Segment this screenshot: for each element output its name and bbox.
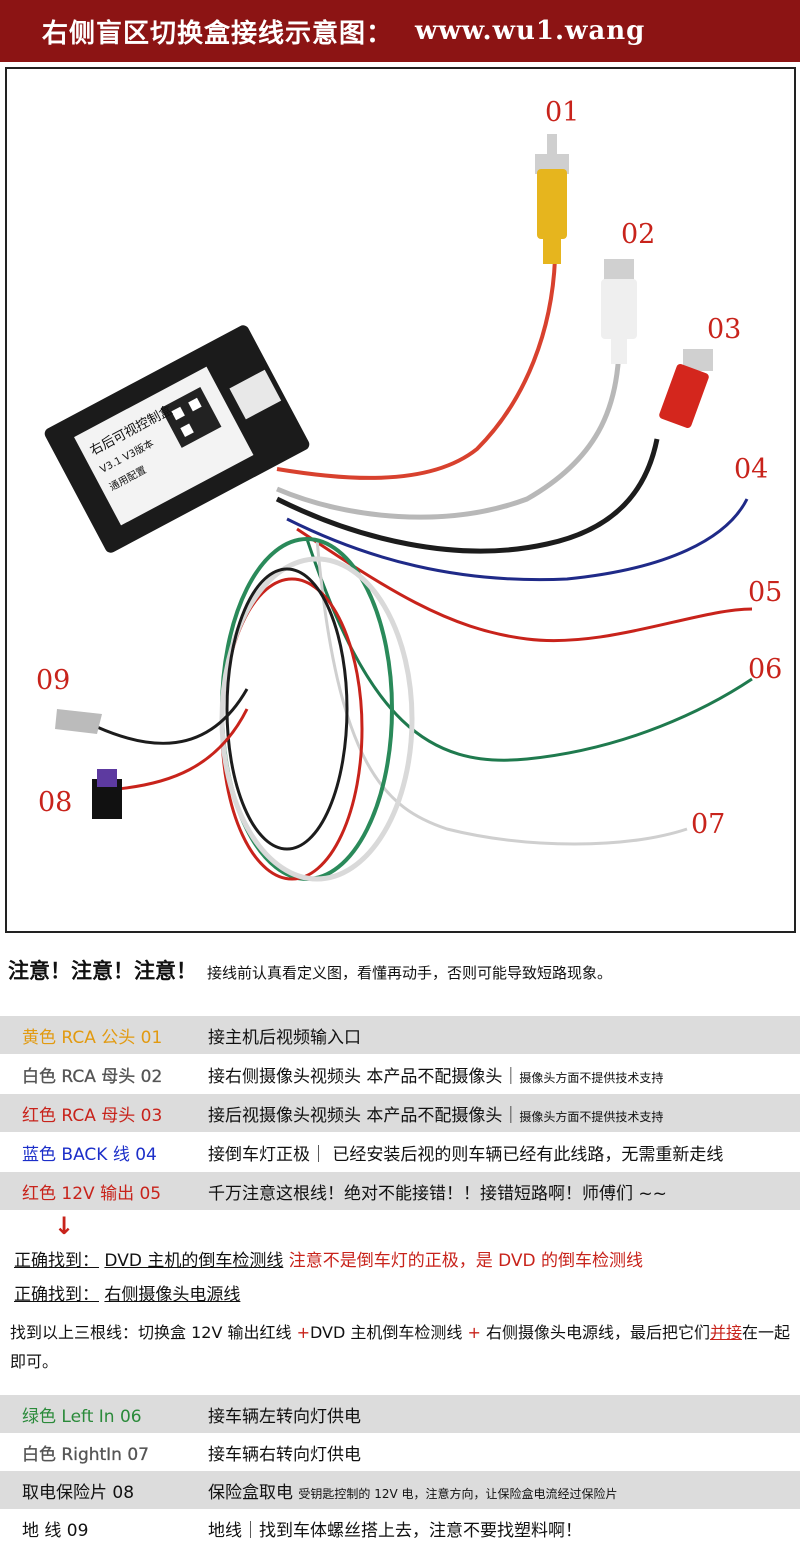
row-08-note: 受钥匙控制的 12V 电，注意方向，让保险盒电流经过保险片: [298, 1486, 618, 1501]
wire-red-03: [275, 438, 660, 554]
qr-code: [160, 386, 222, 448]
summary-paragraph: 找到以上三根线：切换盒 12V 输出红线 +DVD 主机倒车检测线 + 右侧摄像…: [10, 1323, 791, 1371]
find2-main: 右侧摄像头电源线: [104, 1285, 241, 1305]
row-01-label: 黄色 RCA 公头 01: [22, 1027, 163, 1048]
label-05: 05: [748, 577, 783, 608]
ground-ring-09: [55, 709, 102, 734]
row-08: 取电保险片 08 保险盒取电 受钥匙控制的 12V 电，注意方向，让保险盒电流经…: [0, 1471, 800, 1509]
row-02-note: 摄像头方面不提供技术支持: [519, 1070, 664, 1085]
wire-fuse-08: [116, 708, 249, 791]
row-04-label: 蓝色 BACK 线 04: [22, 1144, 157, 1165]
label-06: 06: [748, 654, 783, 685]
warning-emphasis: 注意！注意！注意！: [8, 958, 197, 983]
row-03-desc: 接后视摄像头视频头 本产品不配摄像头｜摄像头方面不提供技术支持: [208, 1105, 664, 1126]
rca-female-red-03: [659, 349, 713, 428]
row-05-desc: 千万注意这根线！绝对不能接错！！接错短路啊！师傅们 ~~: [208, 1183, 667, 1204]
warning-line: 注意！注意！注意！ 接线前认真看定义图，看懂再动手，否则可能导致短路现象。: [8, 955, 798, 985]
label-07: 07: [691, 809, 726, 840]
row-08-desc: 保险盒取电 受钥匙控制的 12V 电，注意方向，让保险盒电流经过保险片: [208, 1482, 618, 1503]
wiring-illustration: 右后可视控制盒 V3.1 V3版本 通用配置: [44, 134, 753, 882]
row-05-label: 红色 12V 输出 05: [22, 1183, 162, 1204]
row-01-desc: 接主机后视频输入口: [208, 1027, 361, 1048]
warning-text: 接线前认真看定义图，看懂再动手，否则可能导致短路现象。: [207, 964, 613, 982]
find-line-1: 正确找到： DVD 主机的倒车检测线 注意不是倒车灯的正极，是 DVD 的倒车检…: [14, 1246, 643, 1271]
label-01: 01: [545, 97, 580, 128]
row-03-label: 红色 RCA 母头 03: [22, 1105, 163, 1126]
row-05: 红色 12V 输出 05 千万注意这根线！绝对不能接错！！接错短路啊！师傅们 ~…: [0, 1172, 800, 1210]
wire-blue-04: [286, 498, 749, 582]
label-04: 04: [734, 454, 769, 485]
control-box: 右后可视控制盒 V3.1 V3版本 通用配置: [44, 325, 310, 553]
fuse-tap-08: [92, 769, 122, 819]
row-01: 黄色 RCA 公头 01 接主机后视频输入口: [0, 1016, 800, 1054]
rca-female-white-02: [601, 259, 637, 364]
row-06-desc: 接车辆左转向灯供电: [208, 1406, 361, 1427]
row-07: 白色 RightIn 07 接车辆右转向灯供电: [0, 1433, 800, 1471]
down-arrow-icon: ↓: [54, 1212, 75, 1240]
row-02-label: 白色 RCA 母头 02: [22, 1066, 163, 1087]
label-08: 08: [38, 787, 73, 818]
find2-prefix: 正确找到：: [14, 1285, 99, 1305]
wire-ground-09: [96, 688, 249, 745]
wire-green-06: [305, 538, 753, 762]
row-07-desc: 接车辆右转向灯供电: [208, 1444, 361, 1465]
page-header: 右侧盲区切换盒接线示意图： www.wu1.wang: [0, 0, 800, 62]
row-09: 地 线 09 地线｜找到车体螺丝搭上去，注意不要找塑料啊！: [0, 1509, 800, 1547]
row-02: 白色 RCA 母头 02 接右侧摄像头视频头 本产品不配摄像头｜摄像头方面不提供…: [0, 1055, 800, 1093]
row-06-label: 绿色 Left In 06: [22, 1406, 142, 1427]
row-09-label: 地 线 09: [22, 1520, 89, 1541]
row-04: 蓝色 BACK 线 04 接倒车灯正极｜ 已经安装后视的则车辆已经有此线路，无需…: [0, 1133, 800, 1171]
row-03: 红色 RCA 母头 03 接后视摄像头视频头 本产品不配摄像头｜摄像头方面不提供…: [0, 1094, 800, 1132]
page-title: 右侧盲区切换盒接线示意图：: [42, 18, 394, 49]
wire-yellow-01: [276, 258, 557, 480]
row-09-desc: 地线｜找到车体螺丝搭上去，注意不要找塑料啊！: [208, 1520, 582, 1541]
row-07-label: 白色 RightIn 07: [22, 1444, 149, 1465]
find1-prefix: 正确找到：: [14, 1251, 99, 1271]
label-09: 09: [36, 665, 71, 696]
rca-male-yellow-01: [535, 134, 569, 264]
row-08-label: 取电保险片 08: [22, 1482, 135, 1503]
label-03: 03: [707, 314, 742, 345]
find1-note: 注意不是倒车灯的正极，是 DVD 的倒车检测线: [288, 1251, 644, 1271]
find-line-2: 正确找到： 右侧摄像头电源线: [14, 1280, 240, 1305]
row-04-desc: 接倒车灯正极｜ 已经安装后视的则车辆已经有此线路，无需重新走线: [208, 1144, 724, 1165]
wire-white-02: [276, 348, 622, 520]
wiring-photo: 右后可视控制盒 V3.1 V3版本 通用配置 01 02: [5, 67, 796, 933]
wire-red-05: [296, 527, 753, 643]
summary-highlight: 并接: [710, 1323, 743, 1342]
page-url: www.wu1.wang: [415, 16, 646, 46]
row-02-desc: 接右侧摄像头视频头 本产品不配摄像头｜摄像头方面不提供技术支持: [208, 1066, 664, 1087]
row-06: 绿色 Left In 06 接车辆左转向灯供电: [0, 1395, 800, 1433]
label-02: 02: [621, 219, 656, 250]
find1-main: DVD 主机的倒车检测线: [104, 1251, 284, 1271]
wire-white-07: [315, 538, 688, 846]
row-03-note: 摄像头方面不提供技术支持: [519, 1109, 664, 1124]
